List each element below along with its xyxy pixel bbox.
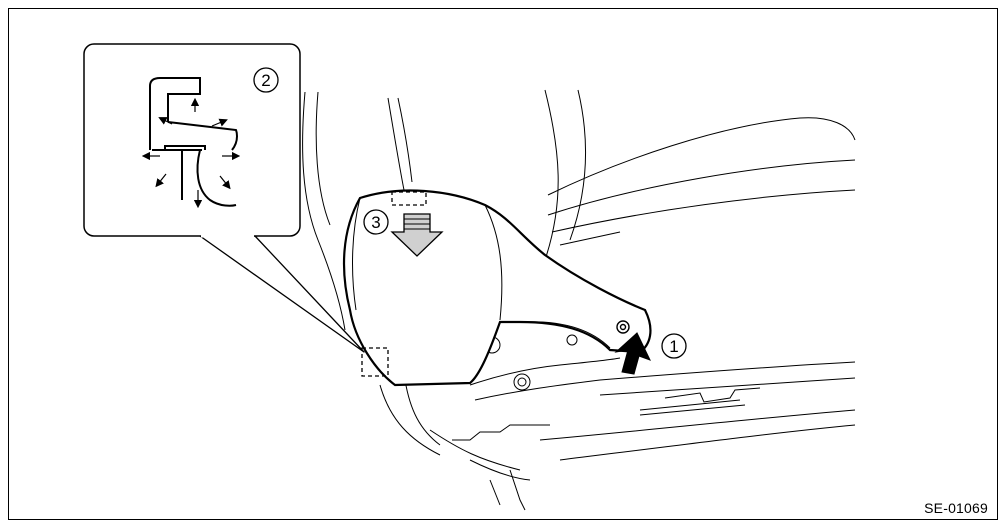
callout-1-label: 1 [669,337,678,356]
hook-detail-drawing [149,77,238,207]
hook-detail-arrows [141,97,241,209]
callout-3-label: 3 [371,213,380,232]
callout-3-marker: 3 [363,209,389,235]
hook-location-boxes [361,191,427,377]
callout-1-marker: 1 [661,333,687,359]
callout-2-label: 2 [261,71,270,90]
side-cover-panel [342,189,652,387]
callout-2-marker: 2 [253,67,279,93]
arrow-3-down [390,213,444,257]
detail-inset [83,43,365,353]
clip-screw [616,320,630,334]
figure-reference-code: SE-01069 [924,500,988,516]
seat-frame-lines [302,89,856,511]
arrow-1-push [614,332,651,375]
cover-inner-lines [352,197,611,349]
